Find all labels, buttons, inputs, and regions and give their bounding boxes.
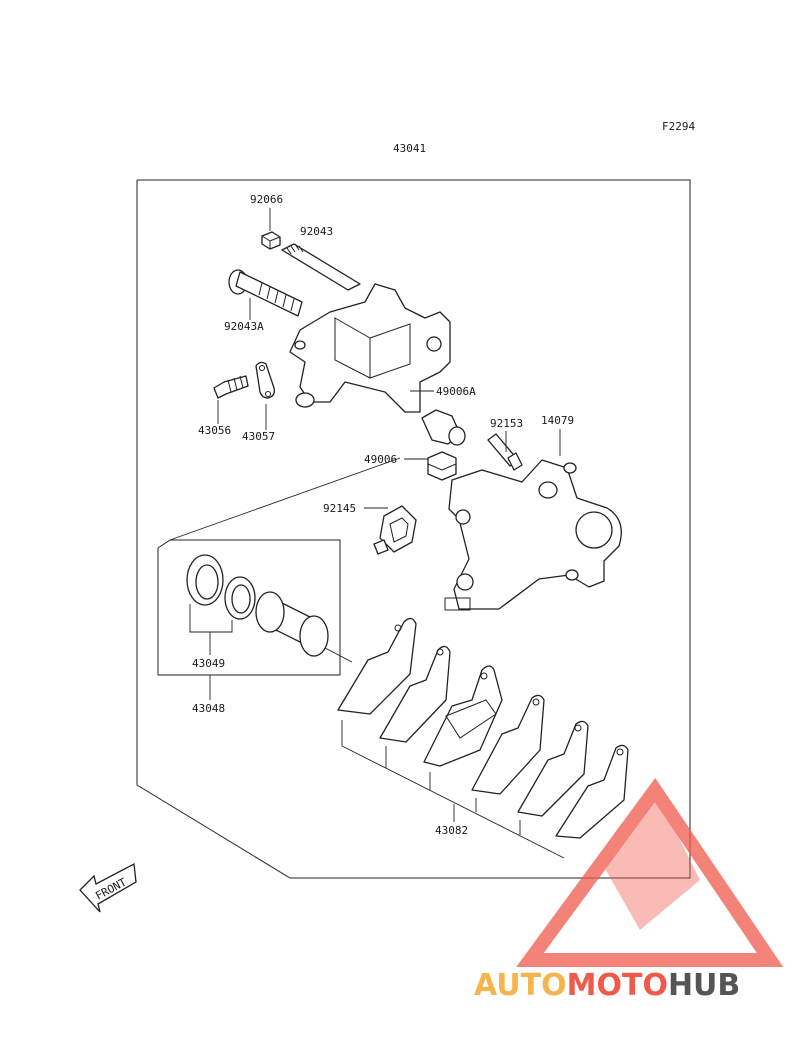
label-43048: 43048 [192,702,225,715]
piston-seal-43049-a [186,554,224,606]
pad-3 [423,665,503,767]
pad-spring-92145 [373,505,417,555]
label-43049: 43049 [192,657,225,670]
pin-92153 [487,433,523,471]
assembly-number: 43041 [393,142,426,155]
piston-seal-43049-b [224,576,256,620]
assembly-boundary [136,179,691,879]
seal-bracket-lines [189,604,233,700]
watermark-logo: AUTOMOTOHUB [474,777,784,1003]
pin-92043 [281,243,361,291]
label-43057: 43057 [242,430,275,443]
pad-5 [517,720,589,817]
label-14079: 14079 [541,414,574,427]
pad-1 [337,617,417,715]
link-plate-43057 [255,361,276,399]
watermark-moto: MOTO [567,968,668,1003]
boot-49006 [427,451,457,481]
caliper-piston [255,591,329,657]
label-92066: 92066 [250,193,283,206]
piston-group-frame [157,457,401,676]
bleed-valve-43056 [213,375,249,399]
boot-49006A [421,409,466,446]
label-92043A: 92043A [224,320,264,333]
pad-6 [555,744,629,839]
label-49006A: 49006A [436,385,476,398]
figure-code: F2294 [662,120,695,133]
pad-2 [379,645,451,743]
label-49006: 49006 [364,453,397,466]
watermark-text: AUTOMOTOHUB [474,968,740,1003]
front-arrow-icon: FRONT [79,862,137,913]
watermark-triangle-icon [516,777,784,967]
label-92145: 92145 [323,502,356,515]
label-92043: 92043 [300,225,333,238]
caliper-carrier [289,283,451,413]
pad-4 [471,694,545,795]
label-92153: 92153 [490,417,523,430]
bolt-92043A [228,269,303,317]
label-43082: 43082 [435,824,468,837]
label-43056: 43056 [198,424,231,437]
watermark-hub: HUB [668,968,740,1003]
watermark-auto: AUTO [474,968,567,1003]
brake-pads-43082 [337,617,629,859]
caliper-bracket-14079 [444,459,622,611]
bleeder-cap-92066 [261,231,281,250]
